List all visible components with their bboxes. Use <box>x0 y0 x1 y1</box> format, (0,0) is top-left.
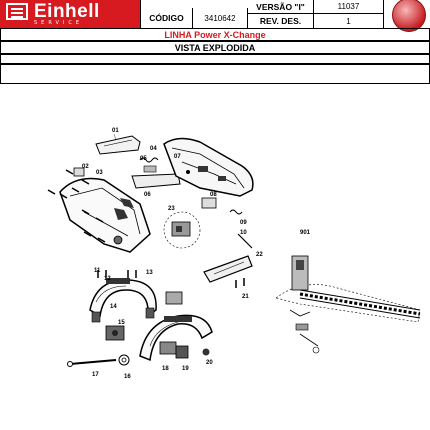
label-17: 17 <box>92 372 99 378</box>
part-09-spring <box>229 209 243 215</box>
header-divider <box>140 0 141 28</box>
label-13: 13 <box>146 270 153 276</box>
screws-left <box>47 169 106 243</box>
label-19: 19 <box>182 366 189 372</box>
part-20-nut <box>202 348 210 356</box>
header: Einhell SERVICE CÓDIGO 3410642 VERSÃO "I… <box>0 0 430 34</box>
label-15: 15 <box>118 320 125 326</box>
part-08-block <box>201 197 217 209</box>
label-22: 22 <box>256 252 263 258</box>
part-11-14-handle <box>89 278 157 323</box>
label-21: 21 <box>242 294 249 300</box>
blank-row-2 <box>0 64 430 84</box>
label-07: 07 <box>174 154 181 160</box>
label-04: 04 <box>150 146 157 152</box>
part-04-05-spring <box>139 157 159 173</box>
logo-mark-icon <box>6 3 28 20</box>
label-09: 09 <box>240 220 247 226</box>
version-label: VERSÃO "I" <box>248 0 314 14</box>
label-08: 08 <box>210 192 217 198</box>
label-05: 05 <box>140 156 147 162</box>
screws-handle <box>97 270 137 278</box>
label-11: 11 <box>94 268 101 274</box>
part-23-detail <box>163 211 201 249</box>
rev-value: 1 <box>314 14 384 28</box>
label-10: 10 <box>240 230 247 236</box>
part-18-19-front-handle <box>139 314 213 362</box>
version-value: 11037 <box>314 0 384 14</box>
view-title: VISTA EXPLODIDA <box>0 41 430 54</box>
label-16: 16 <box>124 374 131 380</box>
part-15-knob <box>105 325 125 341</box>
label-23: 23 <box>168 206 175 212</box>
part-01-cover <box>95 135 141 155</box>
part-06-bar <box>131 173 181 189</box>
code-label: CÓDIGO <box>149 13 184 23</box>
part-labels: 01 02 03 04 05 06 07 08 09 10 11 12 13 1… <box>82 128 311 380</box>
label-12: 12 <box>104 276 111 282</box>
label-20: 20 <box>206 360 213 366</box>
label-901: 901 <box>300 230 311 236</box>
part-17-rod <box>67 359 117 367</box>
part-901-blade <box>275 255 421 354</box>
part-right-housing <box>163 137 254 197</box>
blank-row <box>0 54 430 64</box>
label-14: 14 <box>110 304 117 310</box>
label-01: 01 <box>112 128 119 134</box>
part-16-washer <box>118 354 130 366</box>
exploded-view-drawing: 01 02 03 04 05 06 07 08 09 10 11 12 13 1… <box>47 128 421 380</box>
einhell-logo: Einhell SERVICE <box>0 0 140 28</box>
label-03: 03 <box>96 170 103 176</box>
code-value: 3410642 <box>192 8 248 28</box>
part-21-screws <box>235 278 245 288</box>
label-02: 02 <box>82 164 89 170</box>
label-18: 18 <box>162 366 169 372</box>
rev-label: REV. DES. <box>248 14 314 28</box>
logo-text: Einhell <box>34 1 100 22</box>
part-22-plate <box>203 255 253 283</box>
part-10-pin <box>237 233 253 249</box>
part-bracket <box>165 291 183 305</box>
part-02-cap <box>73 167 85 177</box>
quality-seal-icon <box>392 0 426 32</box>
part-03-housing <box>59 177 151 253</box>
logo-subtext: SERVICE <box>34 20 84 26</box>
label-06: 06 <box>144 192 151 198</box>
line-title: LINHA Power X-Change <box>0 28 430 41</box>
